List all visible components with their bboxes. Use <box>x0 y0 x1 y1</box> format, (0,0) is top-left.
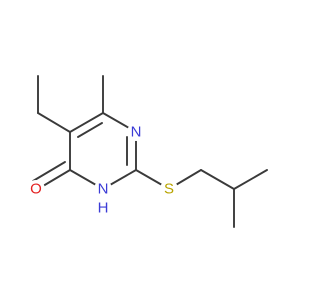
bond-c4-o-double <box>32 161 66 182</box>
bond-c5-c6-double <box>77 122 103 138</box>
nh-nitrogen-atom-label: N <box>98 181 109 198</box>
atom-bg-n3 <box>94 180 112 198</box>
atom-bg-o <box>27 180 45 198</box>
bond-c5-c6 <box>69 112 104 133</box>
atom-bg-s <box>160 180 178 198</box>
bond-ch-ch3-a <box>233 169 268 190</box>
sulfur-atom-label: S <box>164 181 174 198</box>
oxygen-atom-label: O <box>30 181 42 198</box>
hydrogen-atom-label: H <box>98 200 109 217</box>
bonds <box>32 75 268 228</box>
atom-bg-n1 <box>127 123 145 141</box>
bond-ch2-ch <box>200 169 235 190</box>
nitrogen-atom-label: N <box>131 124 142 141</box>
structure-diagram: N N H O S <box>27 75 268 228</box>
atom-bg-h3 <box>96 200 110 216</box>
atom-labels: N N H O S <box>27 123 178 217</box>
bond-c5-ethyl <box>37 112 71 133</box>
molecule-canvas: N N H O S <box>27 75 268 228</box>
